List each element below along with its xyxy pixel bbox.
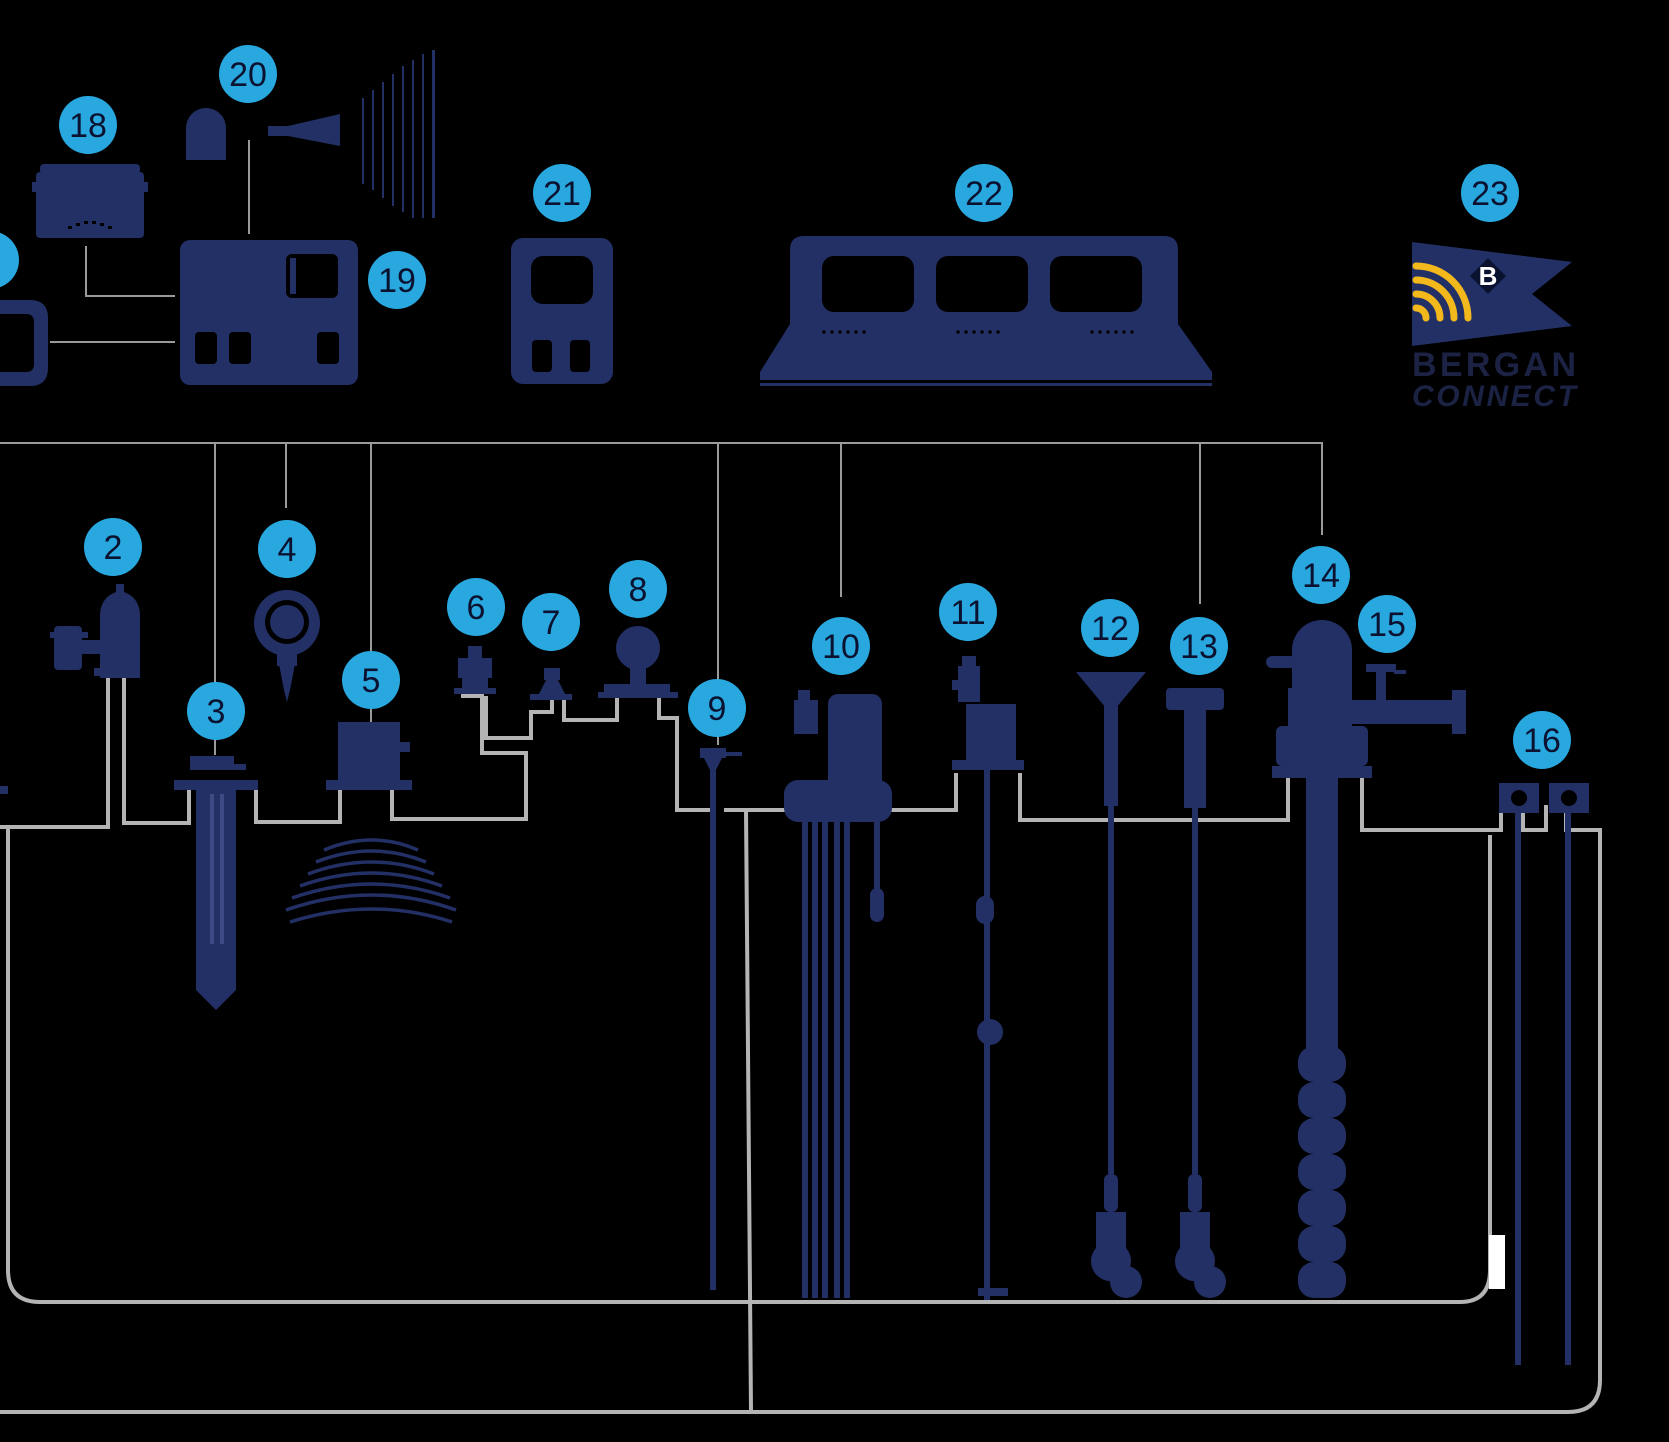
badge-circle [1170, 617, 1228, 675]
badge-16: 16 [1513, 711, 1571, 769]
badge-circle [84, 518, 142, 576]
horn-sound-lines [362, 50, 435, 218]
badge-21: 21 [533, 164, 591, 222]
badge-circle [1292, 546, 1350, 604]
bergan-connect-logo: B BERGAN CONNECT [1412, 242, 1579, 413]
badge-number: 4 [278, 531, 297, 569]
badge-number: 19 [378, 262, 416, 300]
device-18-alarm-panel [32, 164, 148, 238]
badge-number: 3 [207, 693, 226, 731]
instrument-2-level-switch [50, 584, 140, 678]
badge-number: 8 [629, 571, 648, 609]
badge-number: 15 [1368, 606, 1406, 644]
badge-14: 14 [1292, 546, 1350, 604]
logo-text-connect: CONNECT [1412, 380, 1579, 413]
instrument-9-dip-probe [700, 748, 742, 1290]
badge-22: 22 [955, 164, 1013, 222]
instrument-7-valve [530, 668, 572, 700]
badge-circle [1461, 164, 1519, 222]
instrument-13-displacer [1166, 688, 1226, 1298]
device-22-console [760, 236, 1212, 386]
badge-11: 11 [939, 583, 997, 641]
instrument-3-probe [174, 756, 258, 1010]
badge-number: 20 [229, 56, 267, 94]
badge-number: 11 [950, 594, 985, 632]
instrument-10-multi-rod [784, 690, 892, 1298]
instrument-16-twin-sensors [1499, 783, 1589, 1365]
partial-instrument-1 [0, 786, 8, 794]
instrument-4-transmitter [254, 590, 320, 702]
badge-18: 18 [59, 96, 117, 154]
badge-number: 22 [965, 175, 1003, 213]
signal-icon [1412, 262, 1472, 322]
badge-circle [59, 96, 117, 154]
badge-circle [955, 164, 1013, 222]
instrument-15-outlet [1350, 664, 1466, 734]
instrument-11-float-switch [952, 656, 1024, 1300]
white-marker [1489, 1235, 1505, 1289]
instrument-5-radar [285, 722, 457, 924]
instrument-6-valve [454, 646, 496, 694]
badge-circle [0, 232, 19, 288]
badge-circle [1358, 595, 1416, 653]
badge-number: 2 [104, 529, 123, 567]
instrument-12-displacer [1076, 672, 1146, 1298]
badge-circle [1513, 711, 1571, 769]
badge-number: 13 [1180, 628, 1218, 666]
badge-circle [522, 593, 580, 651]
number-badges: 18 20 19 21 22 23 7 2 3 4 5 6 7 8 9 10 1… [0, 45, 1571, 769]
badge-17-partial: 7 [0, 232, 19, 288]
badge-number: 5 [362, 662, 381, 700]
badge-5: 5 [342, 651, 400, 709]
badge-4: 4 [258, 520, 316, 578]
badge-7: 7 [522, 593, 580, 651]
badge-number: 12 [1091, 610, 1129, 648]
logo-flag-letter: B [1479, 261, 1498, 291]
badge-12: 12 [1081, 599, 1139, 657]
badge-circle [1081, 599, 1139, 657]
badge-circle [939, 583, 997, 641]
signal-wiring [0, 140, 1323, 755]
badge-number: 18 [69, 107, 107, 145]
badge-circle [258, 520, 316, 578]
badge-9: 9 [688, 679, 746, 737]
badge-number: 6 [467, 589, 486, 627]
badge-19: 19 [368, 251, 426, 309]
badge-10: 10 [812, 617, 870, 675]
badge-number: 9 [708, 690, 727, 728]
badge-circle [447, 578, 505, 636]
badge-8: 8 [609, 560, 667, 618]
badge-20: 20 [219, 45, 277, 103]
device-20-beacon-horn [186, 50, 435, 218]
instrument-14-deepwell-pump [1266, 620, 1372, 1298]
badge-circle [609, 560, 667, 618]
tank-outline [0, 670, 1602, 1414]
badge-circle [368, 251, 426, 309]
badge-circle [219, 45, 277, 103]
badge-3: 3 [187, 682, 245, 740]
device-21-handheld [511, 238, 613, 384]
instrument-8-sphere [598, 626, 678, 698]
badge-number: 10 [822, 628, 860, 666]
badge-number: 21 [543, 175, 581, 213]
badge-2: 2 [84, 518, 142, 576]
badge-circle [533, 164, 591, 222]
badge-circle [342, 651, 400, 709]
badge-13: 13 [1170, 617, 1228, 675]
badge-number: 7 [542, 604, 561, 642]
badge-6: 6 [447, 578, 505, 636]
badge-circle [187, 682, 245, 740]
radar-waves [285, 838, 457, 924]
badge-number: 23 [1471, 175, 1509, 213]
partial-device-17 [0, 300, 48, 386]
badge-number: 14 [1302, 557, 1340, 595]
logo-text-bergan: BERGAN [1412, 346, 1576, 384]
device-19-controller [180, 240, 358, 385]
badge-circle [688, 679, 746, 737]
badge-number: 16 [1523, 722, 1561, 760]
badge-15: 15 [1358, 595, 1416, 653]
badge-circle [812, 617, 870, 675]
badge-23: 23 [1461, 164, 1519, 222]
